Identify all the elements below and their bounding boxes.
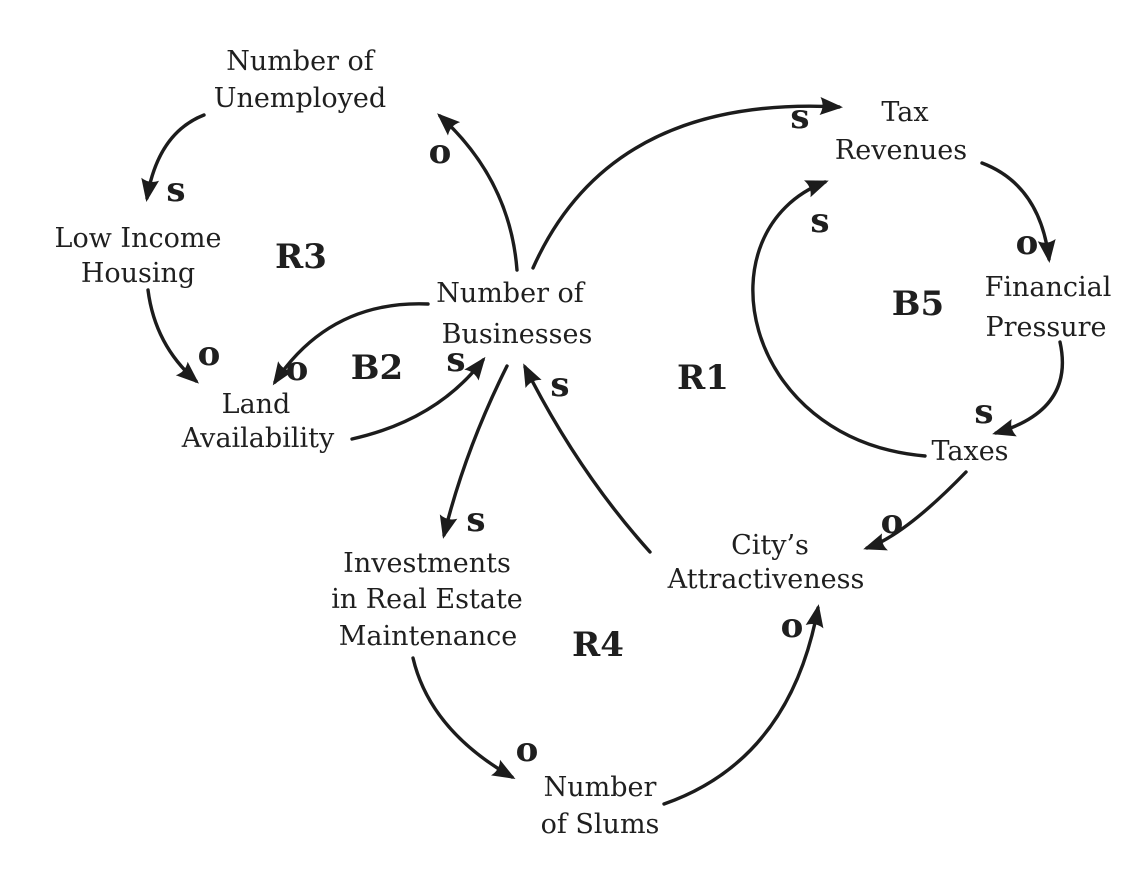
node-label: Unemployed — [214, 83, 386, 114]
polarity-businesses-to-investments: s — [466, 500, 485, 540]
node-label: Tax — [881, 97, 928, 128]
node-citys-attractiveness: City’s Attractiveness — [667, 530, 865, 595]
polarity-unemployed-to-housing: s — [166, 170, 185, 210]
node-label: Maintenance — [339, 621, 518, 652]
node-label: Financial — [985, 272, 1112, 303]
node-label: Taxes — [931, 436, 1008, 467]
polarity-slums-to-attractiveness: o — [781, 606, 804, 646]
arrow-businesses-to-investments — [439, 364, 509, 539]
node-tax-revenues: Tax Revenues — [835, 97, 967, 166]
node-label: Revenues — [835, 135, 967, 166]
loop-label-b2: B2 — [351, 348, 403, 388]
arrow-businesses-to-unemployed — [437, 113, 519, 272]
node-label: Attractiveness — [667, 564, 865, 595]
node-label: Low Income — [55, 223, 222, 254]
polarity-businesses-to-land: o — [286, 349, 309, 389]
node-land-availability: Land Availability — [181, 389, 335, 454]
node-label: Land — [222, 389, 291, 420]
node-label: Investments — [343, 548, 511, 579]
arrow-unemployed-to-low-income-housing — [141, 113, 206, 202]
polarity-land-to-businesses: s — [446, 340, 465, 380]
node-label: Number of — [436, 278, 586, 309]
polarity-pressure-to-taxes: s — [974, 392, 993, 432]
node-taxes: Taxes — [931, 436, 1008, 467]
arrow-number-of-slums-to-citys-attractiveness — [662, 604, 824, 806]
node-label: Number — [544, 772, 657, 803]
node-financial-pressure: Financial Pressure — [985, 272, 1112, 343]
arrow-businesses-to-tax-revenues — [531, 97, 843, 270]
node-label: in Real Estate — [331, 584, 523, 615]
polarity-businesses-to-unemployed: o — [429, 132, 452, 172]
loop-label-r3: R3 — [275, 237, 327, 277]
node-number-of-businesses: Number of Businesses — [436, 278, 592, 350]
polarity-taxes-to-attractiveness: o — [881, 502, 904, 542]
arrow-tax-revenues-to-financial-pressure — [980, 161, 1056, 263]
loop-label-b5: B5 — [892, 284, 944, 324]
node-label: Availability — [181, 423, 335, 454]
node-label: Housing — [81, 258, 195, 289]
polarity-businesses-to-tax-revenues: s — [790, 97, 809, 137]
arrow-taxes-to-citys-attractiveness — [863, 470, 968, 551]
node-number-of-unemployed: Number of Unemployed — [214, 46, 386, 114]
loop-label-r4: R4 — [572, 625, 624, 665]
arrow-land-availability-to-businesses — [350, 356, 486, 441]
loop-label-r1: R1 — [677, 358, 729, 398]
node-label: Pressure — [985, 312, 1106, 343]
node-low-income-housing: Low Income Housing — [55, 223, 222, 289]
arrow-low-income-housing-to-land-availability — [146, 288, 200, 384]
arrow-businesses-to-land-availability — [272, 302, 430, 386]
node-label: City’s — [731, 530, 809, 561]
node-investments-in-real-estate-maintenance: Investments in Real Estate Maintenance — [331, 548, 523, 652]
polarity-tax-revenues-to-pressure: o — [1016, 223, 1039, 263]
node-label: of Slums — [541, 809, 660, 840]
polarity-housing-to-land: o — [198, 334, 221, 374]
polarity-investments-to-slums: o — [516, 730, 539, 770]
polarity-attractiveness-to-businesses: s — [550, 365, 569, 405]
arrow-taxes-to-tax-revenues — [751, 180, 927, 458]
node-number-of-slums: Number of Slums — [541, 772, 660, 840]
node-label: Businesses — [442, 319, 593, 350]
polarity-taxes-to-tax-revenues: s — [810, 201, 829, 241]
node-label: Number of — [226, 46, 376, 77]
arrow-financial-pressure-to-taxes — [992, 340, 1065, 437]
arrow-investments-to-number-of-slums — [411, 656, 516, 779]
arrow-citys-attractiveness-to-businesses — [523, 363, 652, 554]
